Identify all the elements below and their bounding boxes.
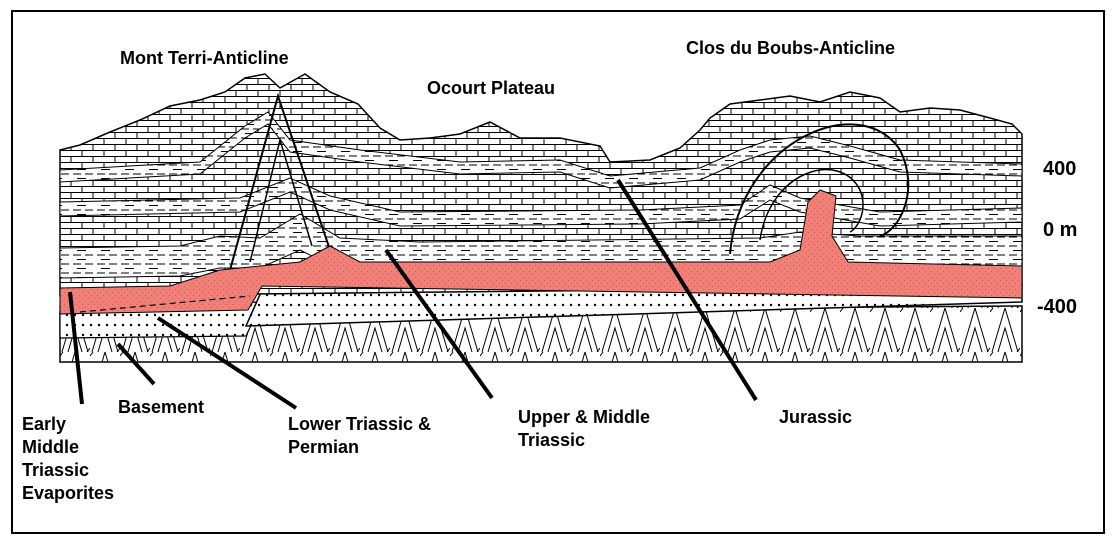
unit-label-evaporites-line-3: Triassic: [22, 459, 114, 482]
unit-label-lower-triassic-line-2: Permian: [288, 436, 431, 459]
unit-label-evaporites: Early Middle Triassic Evaporites: [22, 413, 114, 505]
unit-label-lower-triassic-line-1: Lower Triassic &: [288, 413, 431, 436]
unit-label-upper-middle-triassic: Upper & Middle Triassic: [518, 406, 650, 452]
elevation-label-400: 400: [1043, 158, 1076, 181]
unit-label-basement-line-1: Basement: [118, 396, 204, 419]
clos-du-boubs-anticline-title: Clos du Boubs-Anticline: [686, 37, 895, 60]
unit-label-evaporites-line-2: Middle: [22, 436, 114, 459]
unit-label-lower-triassic: Lower Triassic & Permian: [288, 413, 431, 459]
unit-label-upper-middle-triassic-line-1: Upper & Middle: [518, 406, 650, 429]
elevation-label-minus400: -400: [1037, 296, 1077, 319]
unit-label-evaporites-line-4: Evaporites: [22, 482, 114, 505]
unit-label-basement: Basement: [118, 396, 204, 419]
elevation-label-0m: 0 m: [1043, 219, 1077, 242]
unit-label-jurassic-line-1: Jurassic: [779, 406, 852, 429]
ocourt-plateau-title: Ocourt Plateau: [427, 77, 555, 100]
unit-label-jurassic: Jurassic: [779, 406, 852, 429]
unit-label-upper-middle-triassic-line-2: Triassic: [518, 429, 650, 452]
mont-terri-anticline-title: Mont Terri-Anticline: [120, 47, 289, 70]
unit-label-evaporites-line-1: Early: [22, 413, 114, 436]
